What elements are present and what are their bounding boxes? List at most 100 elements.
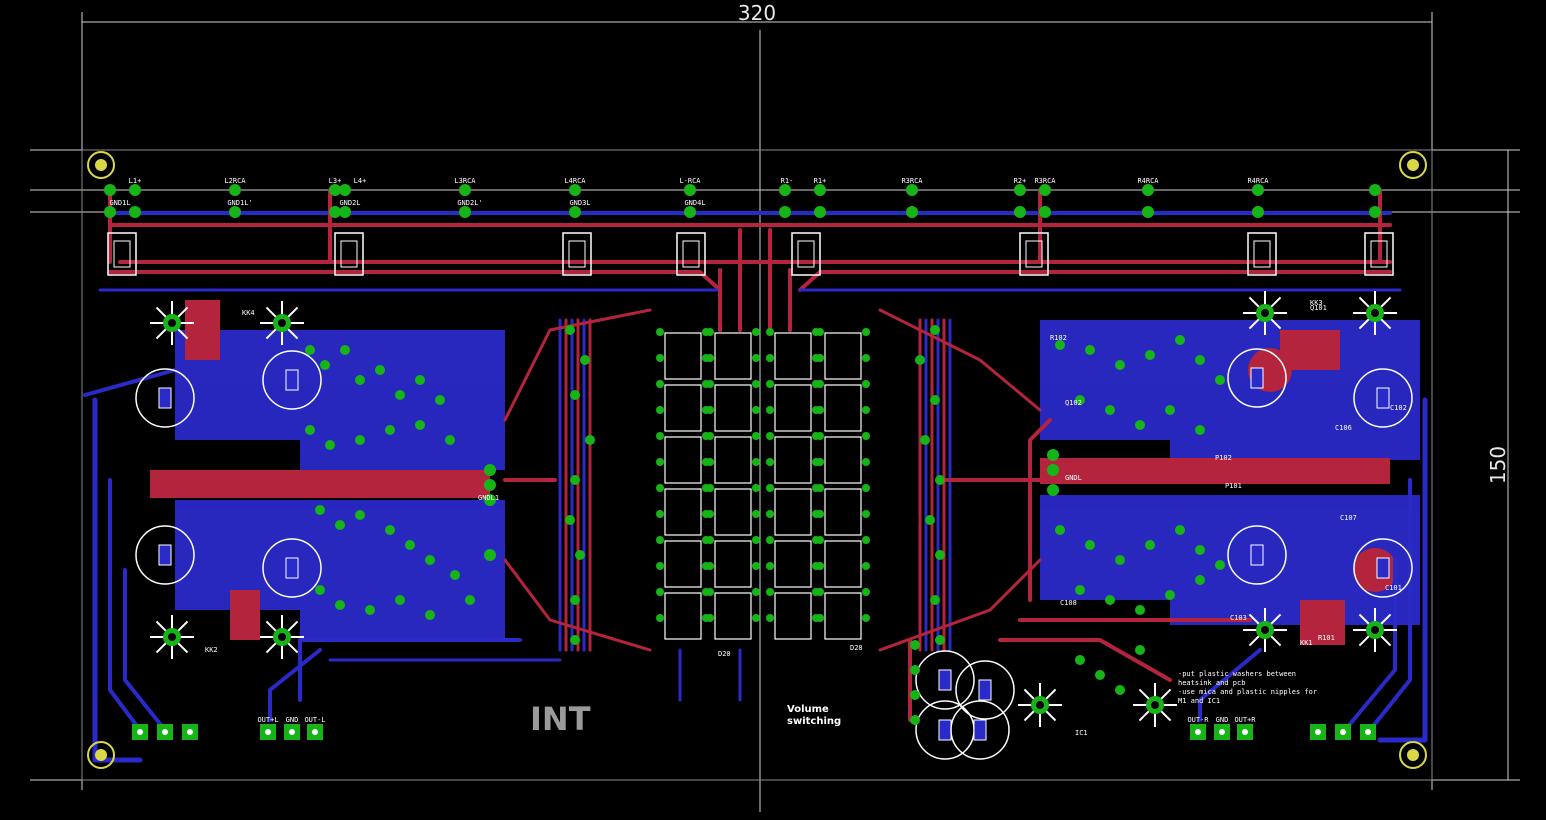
relay-outline: [714, 488, 752, 536]
pad: [1039, 206, 1051, 218]
relay-outline: [714, 332, 752, 380]
board-outline: [81, 149, 1433, 781]
capacitor-outline: [1353, 538, 1413, 598]
pad: [752, 562, 760, 570]
component-label: IC1: [1075, 729, 1088, 737]
gnd-label: GND1L': [227, 199, 252, 207]
relay-outline: [824, 540, 862, 588]
pad: [1075, 655, 1085, 665]
pad: [915, 355, 925, 365]
relay-outline: [824, 436, 862, 484]
pad: [569, 206, 581, 218]
pad: [1055, 525, 1065, 535]
output-label: OUT+L: [257, 716, 278, 724]
gnd-label: GND3L: [569, 199, 590, 207]
pad: [1195, 575, 1205, 585]
capacitor-outline: [955, 660, 1015, 720]
heatsink-label: KK4: [242, 309, 255, 317]
relay-outline: [824, 332, 862, 380]
pad: [325, 440, 335, 450]
connector-outline: [791, 232, 821, 276]
copper-trace: [123, 568, 167, 732]
relay-outline: [824, 592, 862, 640]
capacitor-outline: [135, 368, 195, 428]
pad: [1085, 540, 1095, 550]
heatsink-icon: [260, 615, 304, 659]
relay-outline: [714, 436, 752, 484]
pad: [906, 206, 918, 218]
capacitor-body: [938, 719, 952, 741]
component-label: GNDL: [1065, 474, 1082, 482]
connector-inner: [113, 240, 131, 268]
heatsink-drill: [1371, 309, 1379, 317]
copper-trace: [108, 270, 722, 292]
connector-label: R3RCA: [1034, 177, 1056, 185]
pad: [385, 525, 395, 535]
pad: [862, 562, 870, 570]
component-label: C101: [1385, 584, 1402, 592]
pad: [305, 345, 315, 355]
pad: [816, 380, 824, 388]
assembly-note-4: M1 and IC1: [1178, 697, 1220, 705]
pad: [569, 184, 581, 196]
pad: [585, 435, 595, 445]
pad: [752, 380, 760, 388]
gnd-label: GND2L': [457, 199, 482, 207]
pad: [1014, 206, 1026, 218]
pad: [329, 206, 341, 218]
copper-trace: [878, 308, 1042, 412]
pad: [1047, 449, 1059, 461]
component-label: C106: [1335, 424, 1352, 432]
pad-drill: [312, 729, 318, 735]
heatsink-drill: [278, 633, 286, 641]
connector-label: L-RCA: [679, 177, 701, 185]
pad: [816, 484, 824, 492]
pad: [1014, 184, 1026, 196]
pad: [706, 432, 714, 440]
pad: [339, 184, 351, 196]
pad: [1165, 590, 1175, 600]
pad: [752, 614, 760, 622]
component-label: D20: [718, 650, 731, 658]
pad: [656, 432, 664, 440]
mounting-hole-bottom-left-icon: [87, 741, 115, 769]
pad: [1135, 605, 1145, 615]
width-dimension-label: 320: [738, 1, 776, 25]
pad: [925, 515, 935, 525]
pad: [752, 484, 760, 492]
pad: [862, 432, 870, 440]
copper-traces: [83, 188, 1428, 763]
pad: [1115, 555, 1125, 565]
output-label: OUT-R: [1187, 716, 1209, 724]
pad: [484, 549, 496, 561]
board-logo: INT: [530, 700, 591, 738]
pad: [1047, 464, 1059, 476]
heatsink-label: KK3: [1310, 299, 1323, 307]
pad: [862, 406, 870, 414]
pad: [1252, 206, 1264, 218]
pad: [1055, 340, 1065, 350]
capacitor-outline: [262, 350, 322, 410]
component-label: C107: [1340, 514, 1357, 522]
relay-outline: [824, 488, 862, 536]
relay-outline: [664, 332, 702, 380]
pad: [484, 479, 496, 491]
pad: [766, 510, 774, 518]
pad: [335, 600, 345, 610]
pad: [465, 595, 475, 605]
pad: [684, 184, 696, 196]
pad: [752, 432, 760, 440]
relay-outline: [664, 592, 702, 640]
pad: [1085, 345, 1095, 355]
pad: [706, 328, 714, 336]
component-label: GNDL1: [478, 494, 499, 502]
pad: [706, 484, 714, 492]
pad: [580, 355, 590, 365]
pad: [355, 375, 365, 385]
pad: [375, 365, 385, 375]
connector-inner: [682, 240, 700, 268]
heatsink-drill: [168, 633, 176, 641]
pad: [706, 380, 714, 388]
